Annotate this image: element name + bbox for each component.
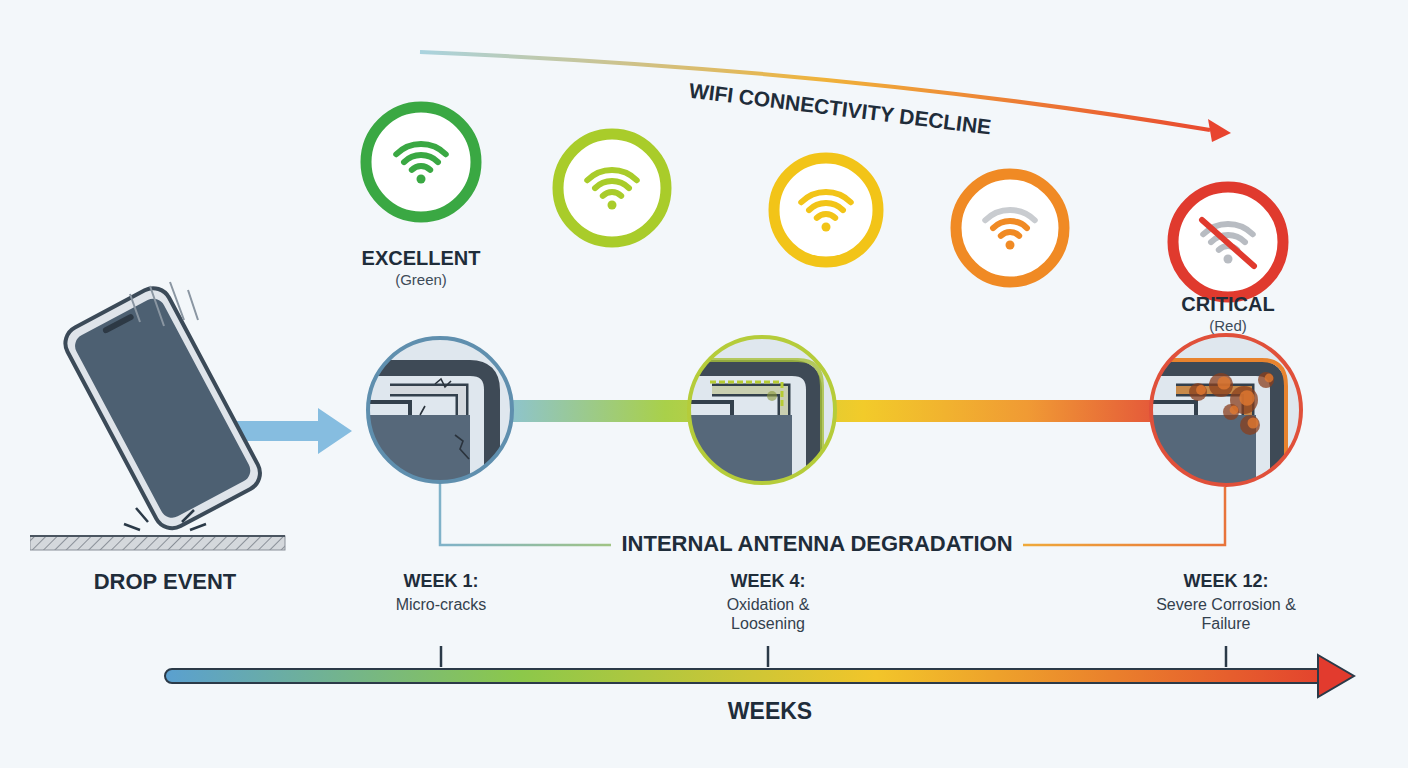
degradation-heading: INTERNAL ANTENNA DEGRADATION [611,531,1022,557]
node-heading: EXCELLENT [350,246,492,271]
stage-note: Micro-cracks [396,595,487,614]
wifi-critical-badge: CRITICAL(Red) [1157,178,1299,338]
node-shape [1157,178,1299,308]
week-label: WEEK 12: [1183,571,1268,593]
node-shape [30,280,300,560]
decline-title: WIFI CONNECTIVITY DECLINE [688,78,993,140]
axis-title: WEEKS [728,698,812,726]
node-shape [350,96,492,228]
stage-note: Severe Corrosion & Failure [1146,595,1306,633]
node-subtext: (Red) [1157,317,1299,336]
node-heading: CRITICAL [1157,292,1299,317]
drop-event-phone: DROP EVENT [30,280,300,600]
node-heading: DROP EVENT [30,568,300,596]
wifi-excellent-badge: EXCELLENT(Green) [350,96,492,296]
week-label: WEEK 1: [403,571,478,593]
node-subtext: (Green) [350,271,492,290]
stage-note: Oxidation & Loosening [708,595,828,633]
week-label: WEEK 4: [730,571,805,593]
